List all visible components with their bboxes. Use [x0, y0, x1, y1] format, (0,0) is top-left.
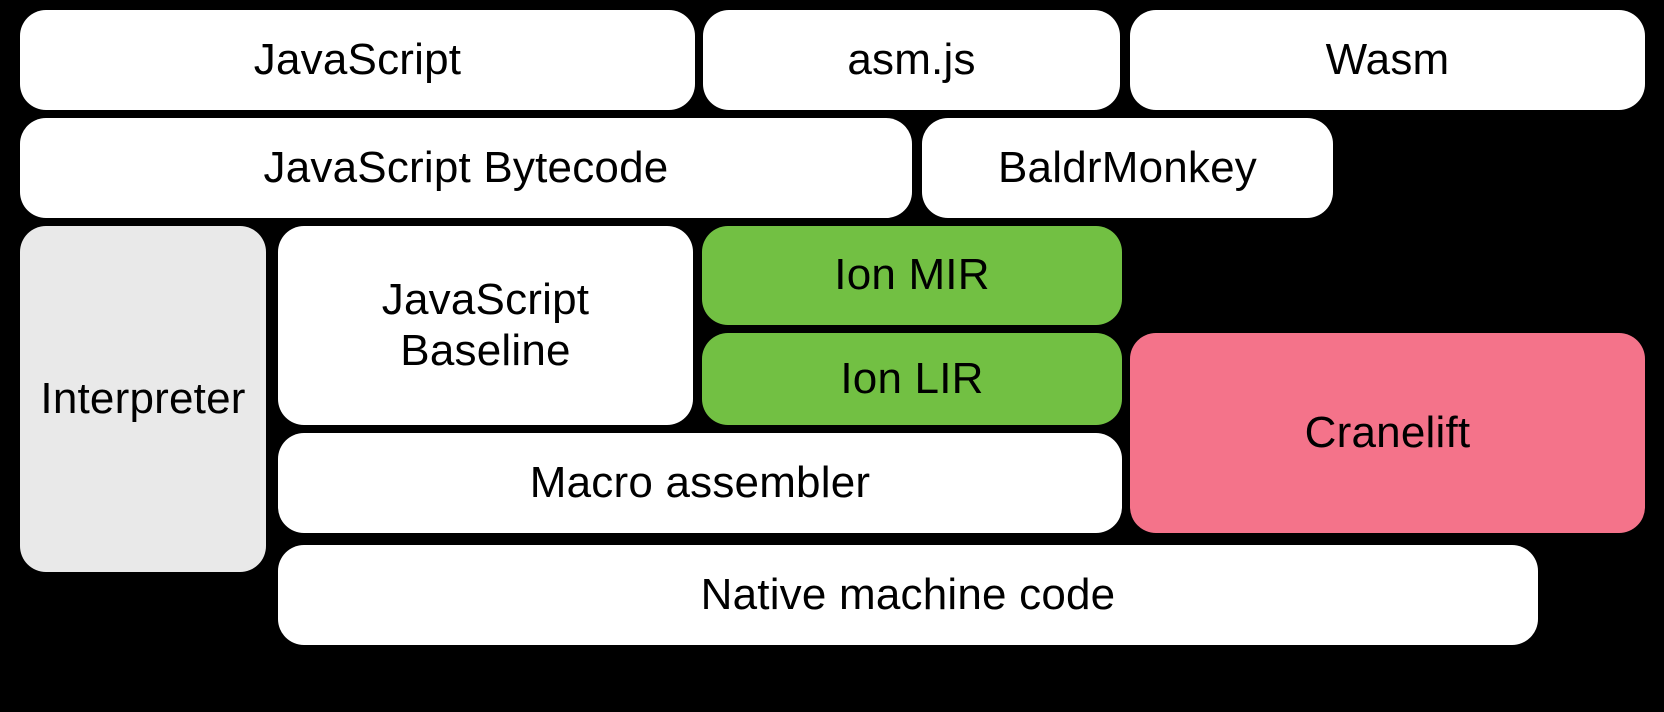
- node-macro-assembler: Macro assembler: [278, 433, 1122, 533]
- node-interpreter: Interpreter: [20, 226, 266, 572]
- node-asmjs: asm.js: [703, 10, 1120, 110]
- node-javascript-bytecode: JavaScript Bytecode: [20, 118, 912, 218]
- node-wasm: Wasm: [1130, 10, 1645, 110]
- node-native-machine-code: Native machine code: [278, 545, 1538, 645]
- node-baldrmonkey: BaldrMonkey: [922, 118, 1333, 218]
- node-javascript: JavaScript: [20, 10, 695, 110]
- node-ion-lir: Ion LIR: [702, 333, 1122, 425]
- node-javascript-baseline: JavaScript Baseline: [278, 226, 693, 425]
- node-cranelift: Cranelift: [1130, 333, 1645, 533]
- node-ion-mir: Ion MIR: [702, 226, 1122, 325]
